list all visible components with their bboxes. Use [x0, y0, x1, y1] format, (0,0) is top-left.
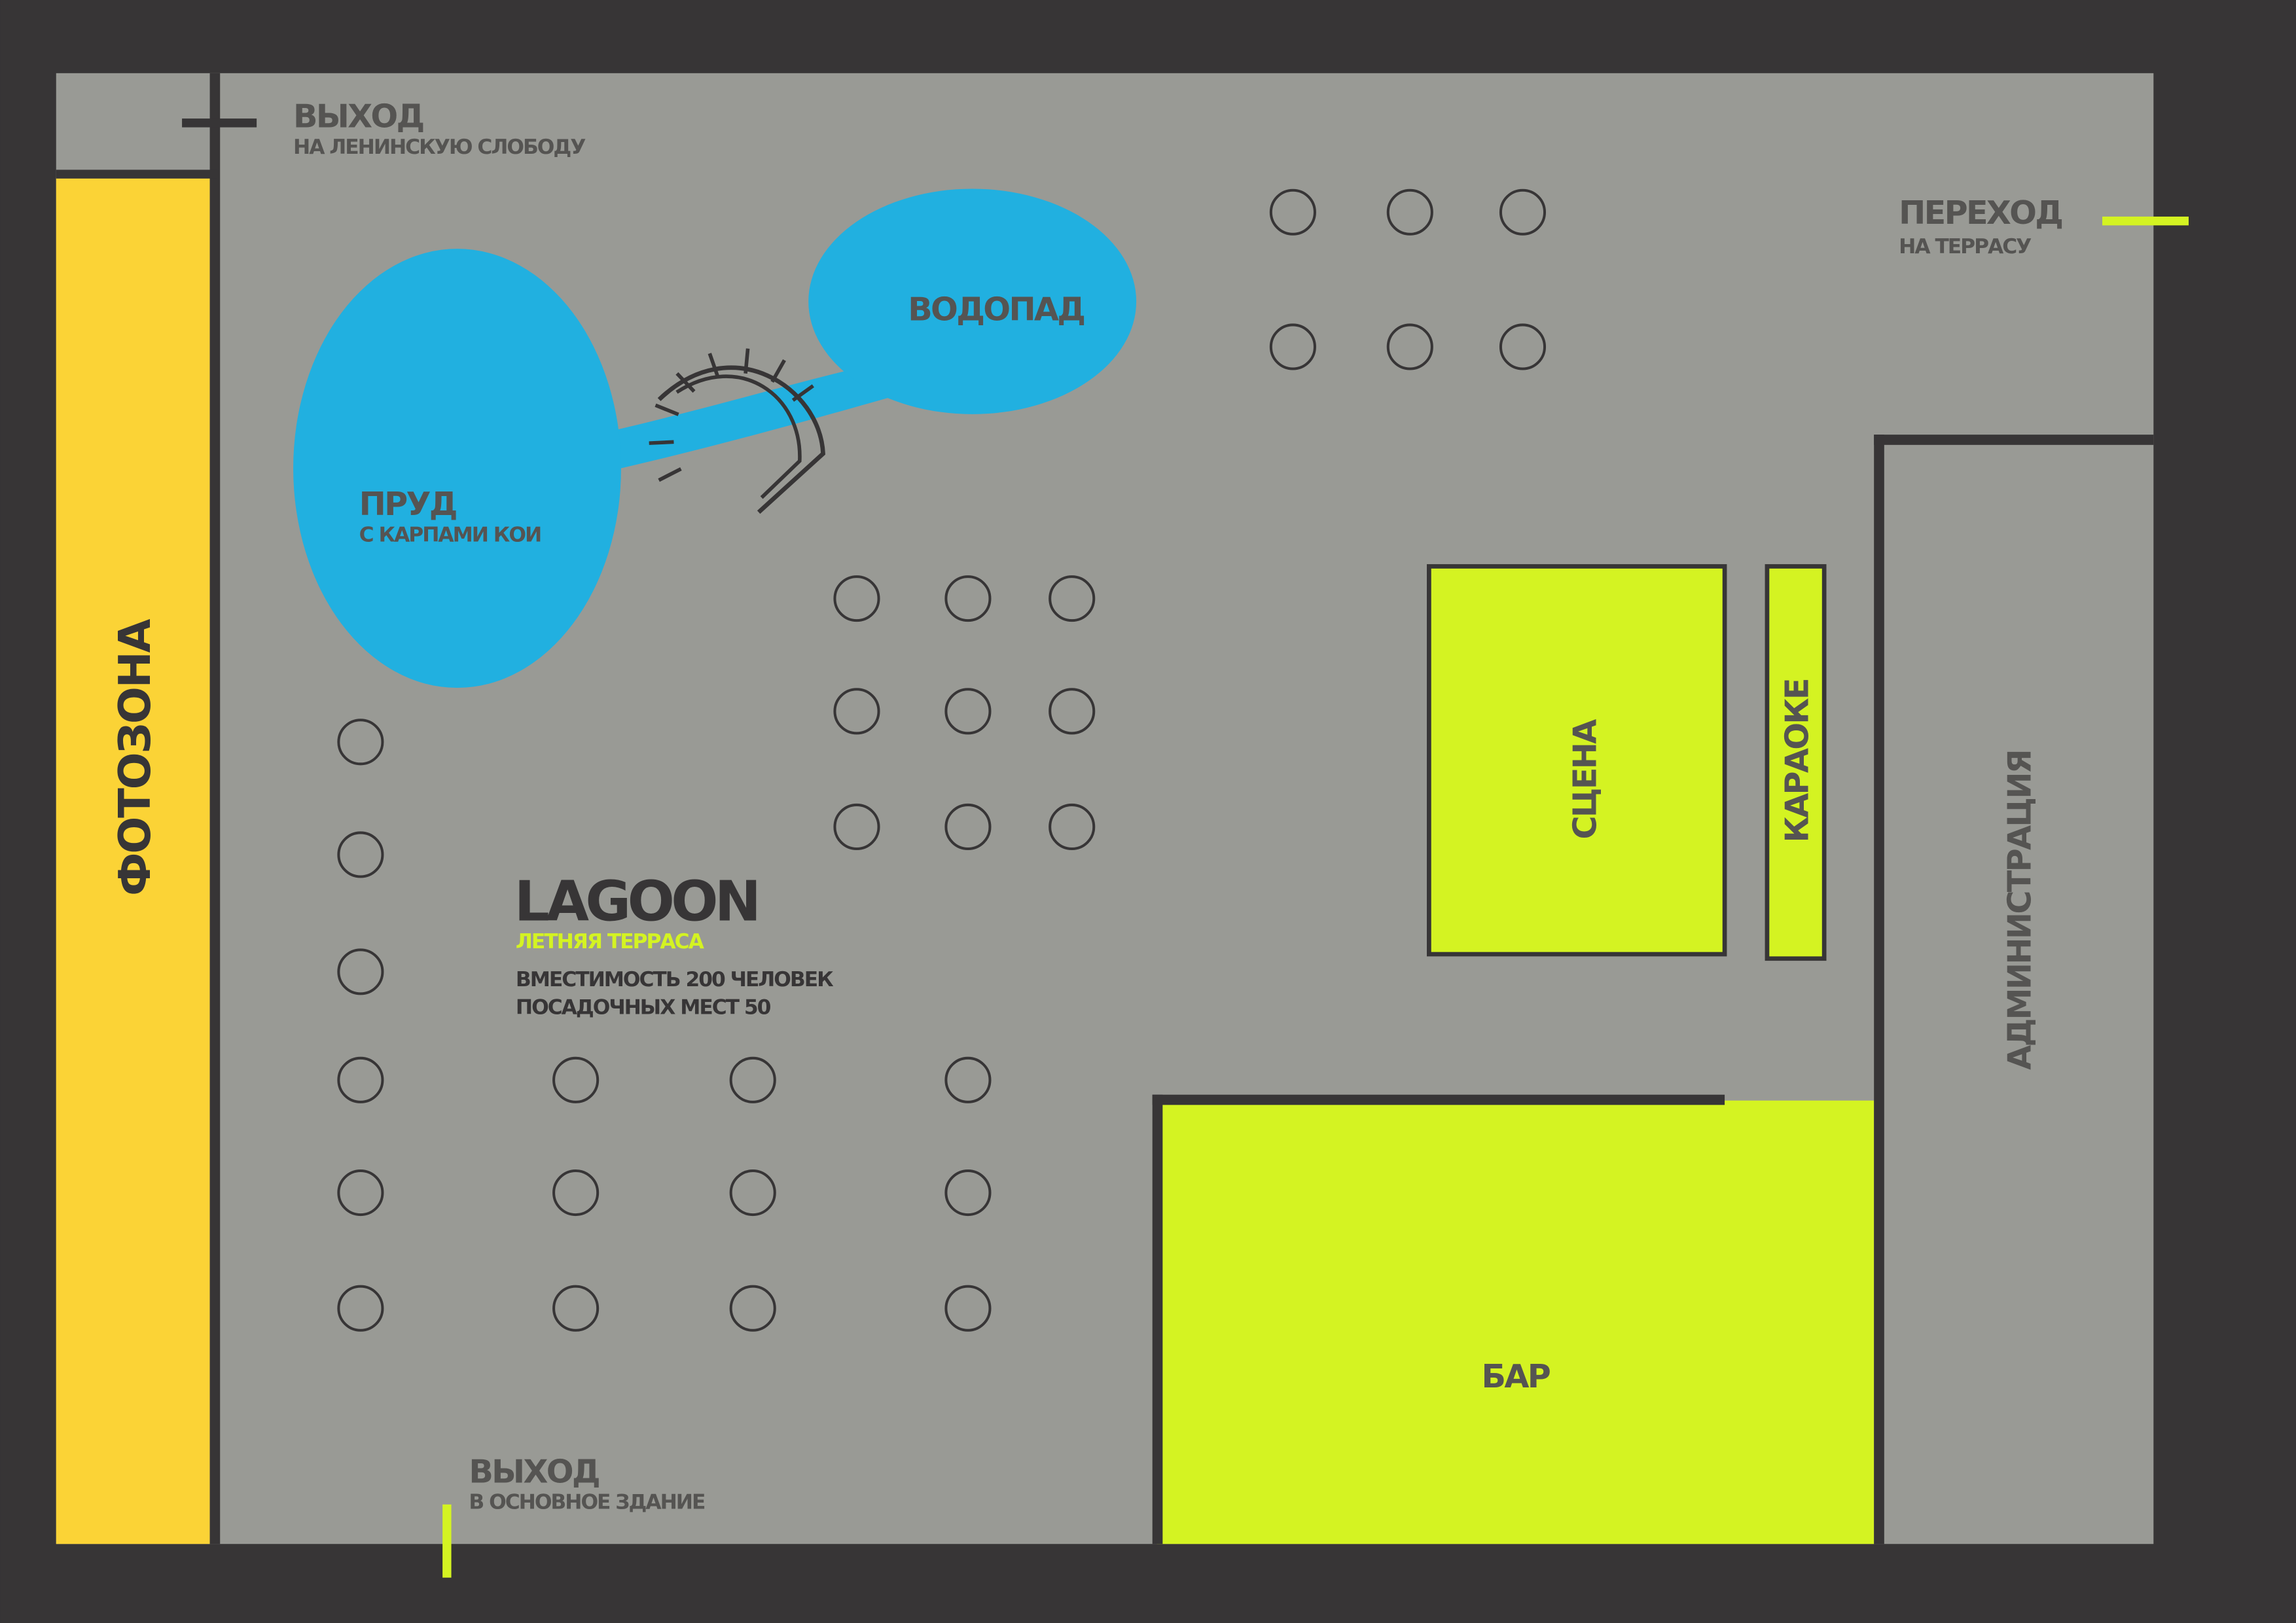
wall-photozone-top	[56, 169, 217, 179]
admin-wall-left	[1874, 435, 1884, 1544]
pond[interactable]	[293, 249, 621, 688]
exit-bottom-title: ВЫХОД	[469, 1452, 599, 1490]
table[interactable]	[337, 1056, 384, 1103]
table[interactable]	[1269, 188, 1316, 236]
table[interactable]	[552, 1056, 600, 1103]
table[interactable]	[337, 1169, 384, 1217]
bar-wall-top	[1152, 1094, 1725, 1105]
admin-wall-top	[1874, 435, 2154, 445]
table[interactable]	[552, 1285, 600, 1332]
table[interactable]	[729, 1056, 776, 1103]
table[interactable]	[944, 1285, 992, 1332]
table[interactable]	[944, 1056, 992, 1103]
table[interactable]	[1049, 575, 1096, 622]
table[interactable]	[337, 1285, 384, 1332]
bar-label: БАР	[1482, 1357, 1551, 1395]
exit-bottom-subtitle: В ОСНОВНОЕ ЗДАНИЕ	[469, 1491, 705, 1514]
table[interactable]	[552, 1169, 600, 1217]
terrace-exit-subtitle: НА ТЕРРАСУ	[1899, 235, 2032, 259]
stream	[607, 363, 908, 472]
pond-title: ПРУД	[359, 485, 456, 523]
wall-left	[209, 73, 221, 1544]
waterfall[interactable]	[808, 188, 1137, 414]
waterfall-label: ВОДОПАД	[908, 291, 1084, 329]
exit-top-marker	[182, 118, 257, 128]
stage-label: СЦЕНА	[1566, 719, 1604, 840]
table[interactable]	[1386, 188, 1433, 236]
table[interactable]	[944, 688, 992, 735]
table[interactable]	[1499, 188, 1547, 236]
table[interactable]	[337, 948, 384, 995]
table[interactable]	[337, 831, 384, 878]
table[interactable]	[944, 575, 992, 622]
terrace-exit-marker[interactable]	[2102, 216, 2189, 226]
table[interactable]	[833, 575, 880, 622]
karaoke-area[interactable]	[1765, 564, 1827, 961]
venue-capacity: ВМЕСТИМОСТЬ 200 ЧЕЛОВЕК	[516, 968, 834, 991]
venue-name: LAGOON	[514, 870, 758, 935]
table[interactable]	[1269, 323, 1316, 370]
karaoke-label: КАРАОКЕ	[1778, 679, 1816, 842]
table[interactable]	[833, 688, 880, 735]
table[interactable]	[337, 719, 384, 766]
bar-wall-left	[1152, 1094, 1163, 1544]
exit-bottom-marker[interactable]	[442, 1504, 452, 1578]
table[interactable]	[1386, 323, 1433, 370]
venue-seats: ПОСАДОЧНЫХ МЕСТ 50	[516, 996, 771, 1020]
table[interactable]	[729, 1285, 776, 1332]
exit-top-title: ВЫХОД	[293, 98, 423, 135]
table[interactable]	[833, 803, 880, 851]
table[interactable]	[1049, 803, 1096, 851]
table[interactable]	[1499, 323, 1547, 370]
exit-top-subtitle: НА ЛЕНИНСКУЮ СЛОБОДУ	[293, 135, 586, 159]
photozone-label: ФОТОЗОНА	[109, 618, 160, 895]
photozone-area[interactable]	[56, 177, 210, 1544]
tables	[337, 188, 1547, 1332]
table[interactable]	[944, 803, 992, 851]
table[interactable]	[729, 1169, 776, 1217]
administration-label: АДМИНИСТРАЦИЯ	[2000, 751, 2038, 1070]
pond-subtitle: С КАРПАМИ КОИ	[359, 523, 541, 546]
table[interactable]	[1049, 688, 1096, 735]
bar-area[interactable]	[1157, 1100, 1874, 1544]
terrace-exit-title: ПЕРЕХОД	[1899, 194, 2062, 232]
bridge	[649, 348, 825, 514]
stage-area[interactable]	[1427, 564, 1727, 957]
venue-subtitle: ЛЕТНЯЯ ТЕРРАСА	[516, 930, 705, 954]
table[interactable]	[944, 1169, 992, 1217]
